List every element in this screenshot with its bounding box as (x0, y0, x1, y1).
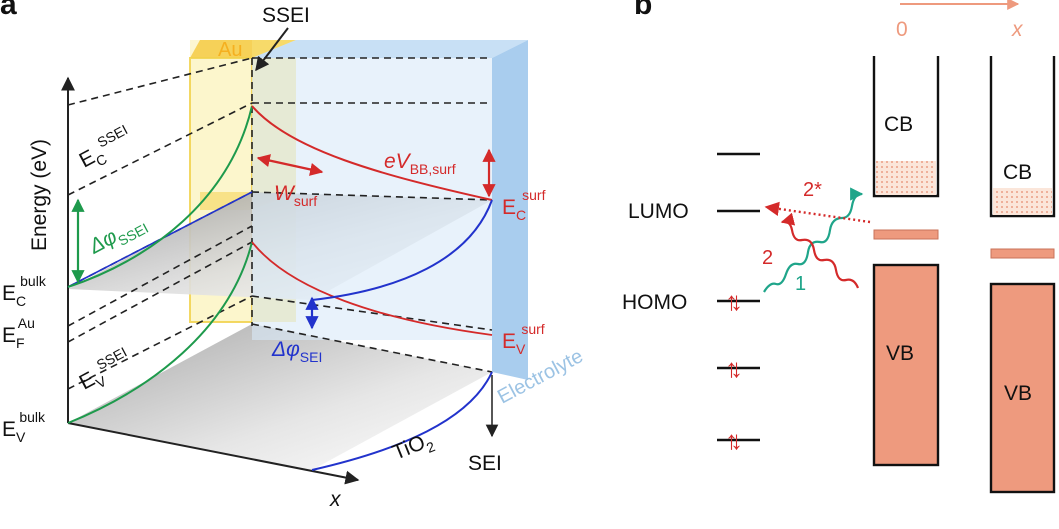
x-label-b: x (1011, 18, 1024, 41)
ec-ssei-label: ECSSEI (73, 121, 138, 176)
ec-bulk-label: ECbulk (2, 273, 47, 309)
cb-filling-left (876, 161, 936, 195)
pathway-1-label: 1 (795, 273, 806, 295)
valence-plane (68, 324, 492, 470)
x-axis-line (67, 422, 360, 485)
cb-label-right: CB (1003, 161, 1032, 184)
electrolyte-top (252, 40, 528, 58)
cb-label-left: CB (884, 113, 913, 136)
panel-b-label: b (634, 0, 652, 21)
vb-block-right (989, 282, 1056, 494)
x-axis-label: x (329, 488, 342, 511)
vb-label-left: VB (886, 342, 914, 365)
ec-blue-curve (311, 199, 493, 301)
dphi-sei-label: ΔφSEI (271, 338, 322, 365)
w-surf-label: Wsurf (274, 182, 317, 209)
electrolyte-side (492, 40, 528, 380)
w-surf-arrow (256, 154, 324, 176)
x-origin-label: 0 (896, 18, 908, 41)
pathway-2-label: 2 (762, 247, 773, 269)
pathway-2star-dotted-arrow (764, 201, 871, 224)
ec-surf-label: ECsurf (502, 187, 546, 223)
ev-ssei-curve (67, 241, 253, 424)
ef-au-label: EFAu (2, 315, 35, 351)
evbb-label: eVBB,surf (384, 150, 456, 177)
ec-ssei-curve (67, 105, 253, 288)
homo-label: HOMO (622, 291, 687, 314)
surface-state-left (873, 229, 939, 240)
tio2-label: TiO2 (389, 428, 437, 468)
ssei-pointer-arrow (255, 27, 289, 72)
surface-state-right (990, 248, 1055, 259)
pathway-2-wavy-arrow (780, 212, 860, 289)
ev-blue-curve (311, 371, 493, 471)
cb-filling-right (993, 188, 1052, 215)
energy-axis-label: Energy (eV) (28, 139, 51, 251)
electrolyte-front (252, 58, 492, 340)
ssei-label: SSEI (262, 4, 310, 27)
ec-surf-red-curve-lower (251, 241, 493, 336)
sei-label: SEI (468, 452, 502, 475)
well-outline-right (989, 56, 1056, 218)
ev-bulk-label: EVbulk (2, 409, 46, 445)
panel-a-label: a (0, 0, 17, 21)
lumo-label: LUMO (628, 200, 689, 223)
pathway-2star-label: 2* (803, 179, 822, 201)
ec-surf-red-curve (251, 105, 493, 201)
au-label: Au (218, 39, 242, 61)
vb-label-right: VB (1004, 382, 1032, 405)
ev-surf-label: EVsurf (502, 321, 545, 357)
pathway-1-wavy-arrow (763, 187, 864, 293)
vb-block-left (872, 263, 940, 467)
